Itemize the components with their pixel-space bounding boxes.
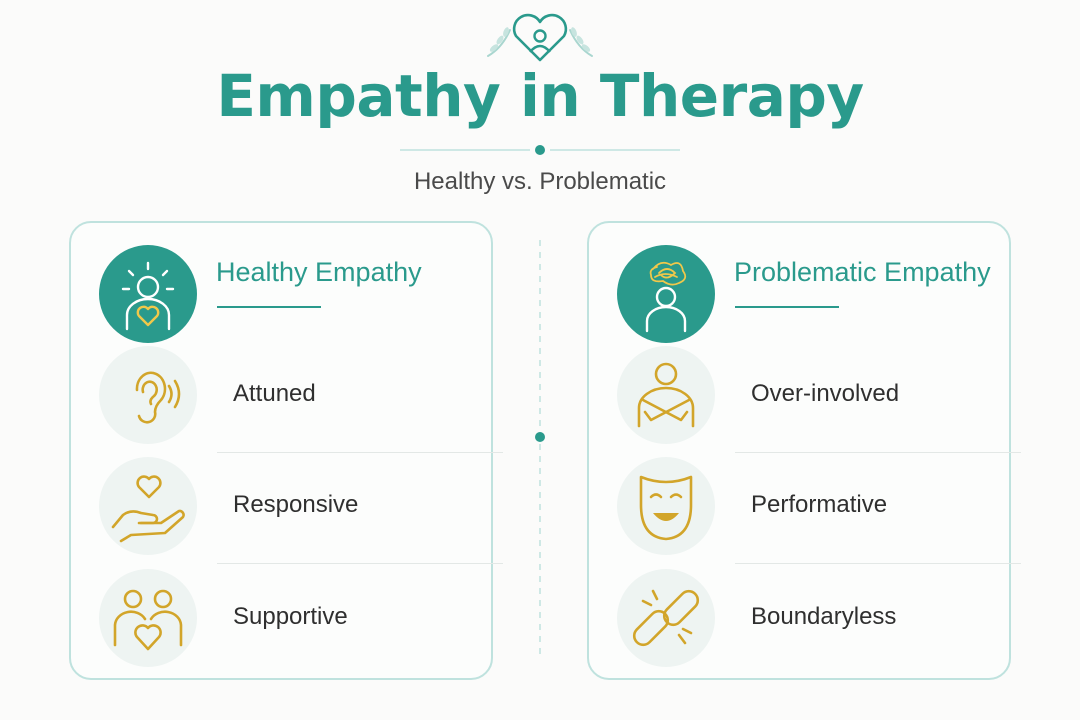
item-divider (217, 563, 503, 564)
item-label: Boundaryless (751, 603, 897, 630)
item-label: Attuned (233, 380, 316, 407)
panel-problematic-empathy: Problematic Empathy Over-involved (587, 221, 1021, 680)
panel-title: Problematic Empathy (734, 257, 991, 287)
page-title: Empathy in Therapy (216, 62, 864, 130)
title-divider (400, 145, 680, 155)
page-subtitle: Healthy vs. Problematic (413, 168, 667, 195)
self-hug-icon (617, 346, 715, 444)
item-divider (735, 452, 1021, 453)
item-divider (735, 563, 1021, 564)
panel-title-underline (217, 306, 321, 308)
panel-healthy-empathy: Healthy Empathy Attuned (69, 221, 503, 680)
mask-icon (617, 457, 715, 555)
tangled-mind-person-icon (617, 245, 715, 343)
broken-chain-icon (617, 569, 715, 667)
panel-title-underline (735, 306, 839, 308)
item-label: Responsive (233, 491, 359, 518)
two-people-heart-icon (99, 569, 197, 667)
ear-icon (99, 346, 197, 444)
item-label: Supportive (233, 603, 348, 630)
list-item: Boundaryless (617, 569, 993, 669)
list-item: Attuned (99, 346, 503, 453)
center-divider (535, 240, 545, 660)
hand-heart-icon (99, 457, 197, 555)
item-label: Performative (751, 491, 888, 518)
heart-person-laurel-icon (487, 13, 593, 62)
radiant-person-heart-icon (99, 245, 197, 343)
item-divider (217, 452, 503, 453)
list-item: Responsive (99, 457, 503, 564)
list-item: Over-involved (617, 346, 1021, 453)
panel-title: Healthy Empathy (216, 257, 422, 287)
list-item: Performative (617, 457, 1021, 564)
list-item: Supportive (99, 569, 475, 669)
item-label: Over-involved (751, 380, 900, 407)
